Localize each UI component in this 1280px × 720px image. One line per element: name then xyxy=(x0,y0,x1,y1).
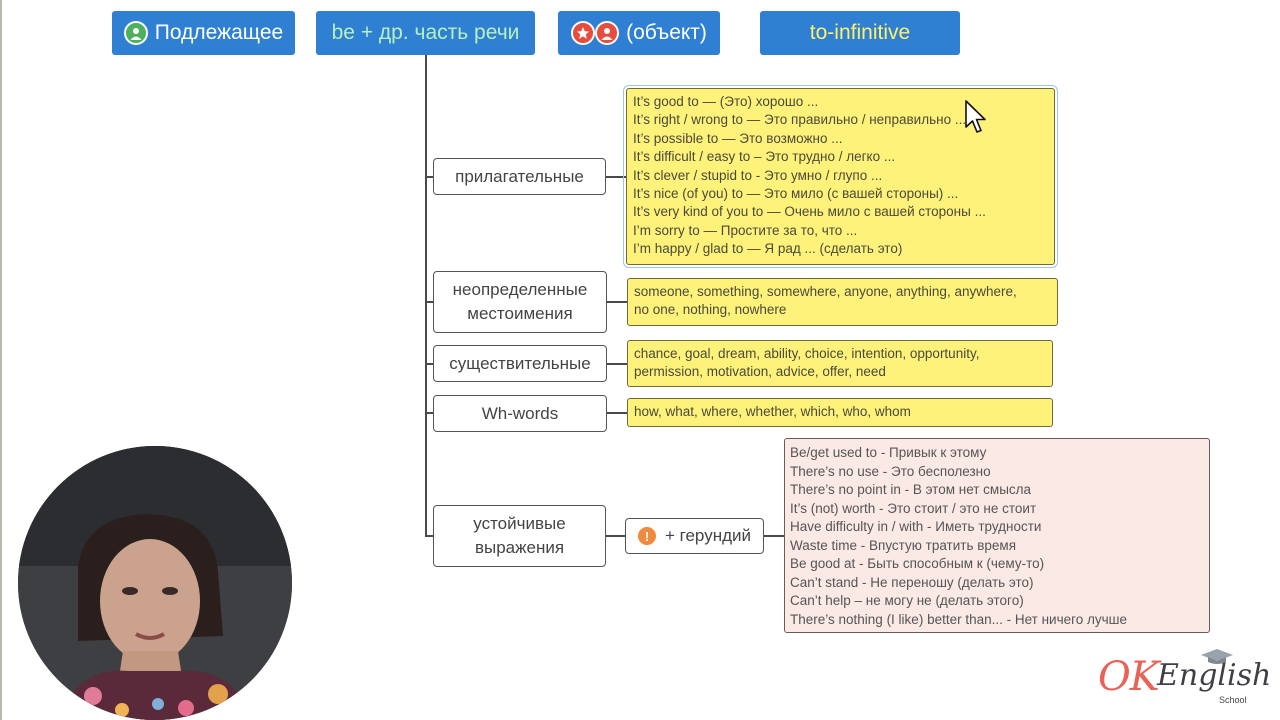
be-part-node[interactable]: be + др. часть речи xyxy=(316,11,535,55)
subject-node[interactable]: Подлежащее xyxy=(112,11,295,55)
connector-set-expressions xyxy=(425,535,435,537)
infinitive-node[interactable]: to-infinitive xyxy=(760,11,960,55)
adjective-example: It’s possible to — Это возможно ... xyxy=(633,130,843,146)
star-icon xyxy=(571,21,596,45)
category-adjectives-label: прилагательные xyxy=(455,166,584,186)
noun-examples-box[interactable]: chance, goal, dream, ability, choice, in… xyxy=(627,340,1053,387)
adjective-example: It’s nice (of you) to — Это мило (с ваше… xyxy=(633,186,959,202)
connector-adjectives xyxy=(425,176,435,178)
category-set-line2: выражения xyxy=(474,538,565,557)
adjective-example: It’s clever / stupid to - Это умно / глу… xyxy=(633,167,883,183)
be-part-label: be + др. часть речи xyxy=(331,21,520,44)
category-nouns-label: существительные xyxy=(449,353,591,373)
adjective-example: I’m happy / glad to — Я рад ... (сделать… xyxy=(633,241,903,257)
connector-nouns xyxy=(425,363,435,365)
ok-english-logo: OK English School xyxy=(1095,649,1275,710)
gerund-node[interactable]: ! + герундий xyxy=(625,518,764,554)
adjective-examples-box[interactable]: It’s good to — (Это) хорошо ... It’s rig… xyxy=(623,85,1058,268)
category-adjectives[interactable]: прилагательные xyxy=(433,158,606,195)
category-set-line1: устойчивые xyxy=(473,514,566,533)
warning-icon: ! xyxy=(638,527,656,545)
noun-example-line: permission, motivation, advice, offer, n… xyxy=(634,364,886,380)
logo-english-text: English xyxy=(1157,658,1272,693)
adjective-example: I’m sorry to — Простите за то, что ... xyxy=(633,222,858,238)
wh-example-line: how, what, where, whether, which, who, w… xyxy=(634,404,911,419)
gerund-example: Be/get used to - Привык к этому xyxy=(790,445,987,460)
gerund-example: Can’t stand - Не переношу (делать это) xyxy=(790,574,1034,590)
category-nouns[interactable]: существительные xyxy=(433,345,607,382)
gerund-example: Waste time - Впустую тратить время xyxy=(790,537,1017,553)
category-wh-words[interactable]: Wh-words xyxy=(433,395,607,432)
adjective-example: It’s difficult / easy to – Это трудно / … xyxy=(633,149,896,165)
object-label: (объект) xyxy=(626,21,707,44)
connector-gerund-examples xyxy=(763,535,785,537)
trunk-connector xyxy=(425,55,427,536)
mouse-cursor-icon xyxy=(965,100,986,133)
logo-ok-text: OK xyxy=(1098,654,1160,700)
pronoun-example-line: no one, nothing, nowhere xyxy=(634,302,787,318)
noun-example-line: chance, goal, dream, ability, choice, in… xyxy=(634,346,980,361)
left-edge-border xyxy=(0,0,2,720)
category-pronouns-line2: местоимения xyxy=(467,304,573,323)
graduation-cap-icon xyxy=(1201,649,1233,664)
gerund-example: Can’t help – не могу не (делать этого) xyxy=(790,593,1024,608)
gerund-label: + герундий xyxy=(665,526,751,545)
presenter-video-image xyxy=(18,446,292,720)
infinitive-label: to-infinitive xyxy=(809,21,911,44)
gerund-examples-box[interactable]: Be/get used to - Привык к этому There’s … xyxy=(784,438,1210,633)
pronoun-examples-box[interactable]: someone, something, somewhere, anyone, a… xyxy=(627,278,1058,326)
person-icon xyxy=(595,21,620,45)
connector-noun-examples xyxy=(605,363,628,365)
connector-adj-examples xyxy=(605,176,626,178)
presenter-webcam xyxy=(18,446,292,720)
gerund-example: There’s no point in - В этом нет смысла xyxy=(790,482,1032,497)
gerund-example: Be good at - Быть способным к (чему-то) xyxy=(790,556,1045,571)
category-pronouns-line1: неопределенные xyxy=(452,280,588,299)
adjective-example: It’s very kind of you to — Очень мило с … xyxy=(633,204,986,220)
gerund-example: There’s nothing (I like) better than... … xyxy=(790,611,1128,627)
logo-school-text: School xyxy=(1219,695,1247,705)
object-node[interactable]: (объект) xyxy=(558,11,720,55)
connector-gerund xyxy=(605,535,626,537)
connector-pron-examples xyxy=(605,301,628,303)
category-wh-label: Wh-words xyxy=(481,403,559,423)
connector-wh-examples xyxy=(605,412,628,414)
pronoun-example-line: someone, something, somewhere, anyone, a… xyxy=(634,284,1017,299)
category-set-expressions[interactable]: устойчивые выражения xyxy=(433,505,606,567)
category-indefinite-pronouns[interactable]: неопределенные местоимения xyxy=(433,271,607,333)
subject-label: Подлежащее xyxy=(154,21,284,44)
gerund-example: It’s (not) worth - Это стоит / это не ст… xyxy=(790,500,1037,516)
gerund-example: Have difficulty in / with - Иметь трудно… xyxy=(790,519,1042,534)
wh-examples-box[interactable]: how, what, where, whether, which, who, w… xyxy=(627,398,1053,427)
adjective-example: It’s right / wrong to — Это правильно / … xyxy=(633,112,967,128)
connector-pronouns xyxy=(425,301,435,303)
adjective-example: It’s good to — (Это) хорошо ... xyxy=(633,94,819,109)
gerund-example: There’s no use - Это бесполезно xyxy=(790,463,991,479)
person-icon xyxy=(123,21,148,45)
connector-wh xyxy=(425,412,435,414)
